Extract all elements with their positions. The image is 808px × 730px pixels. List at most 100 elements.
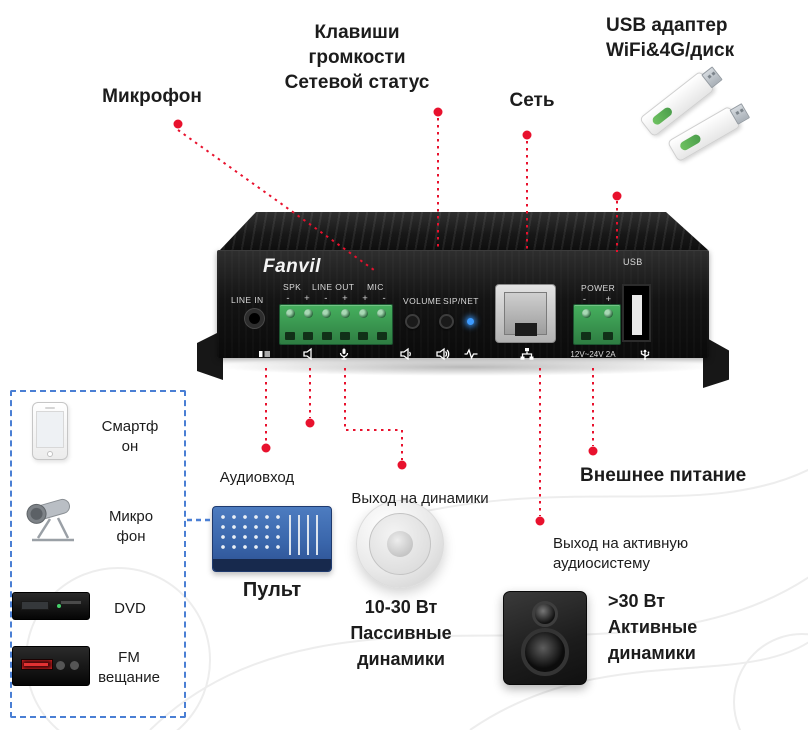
line-in-icon [258, 347, 272, 361]
microphone-icon [337, 347, 351, 361]
line-in-jack [245, 309, 264, 328]
polarity-mark: - [582, 294, 586, 305]
power-polarity-marks: - + [573, 294, 621, 305]
phone-home-button [47, 450, 53, 457]
smartphone-image [32, 402, 68, 460]
terminal-screw [322, 309, 332, 318]
microphone-image [18, 488, 84, 546]
terminal-slot [285, 332, 296, 340]
line-out-label: LINE OUT [312, 282, 355, 292]
terminal-screw [581, 309, 591, 318]
line-in-label: LINE IN [231, 295, 264, 305]
ethernet-port-slot [514, 323, 537, 336]
terminal-pin [319, 308, 335, 341]
terminal-screw [285, 309, 295, 318]
terminal-slot [303, 332, 314, 340]
ceiling-speaker-dome [387, 531, 413, 557]
volume-up-button [439, 314, 454, 329]
mic-label: MIC [367, 282, 384, 292]
callout-microphone: Микрофон [102, 86, 202, 107]
waveform-icon [464, 347, 478, 361]
output-label-passive-speakers: 10-30 Вт Пассивные динамики [350, 597, 452, 669]
device-shadow [215, 358, 715, 376]
active-speaker-image [503, 591, 587, 685]
terminal-pin [337, 308, 353, 341]
fm-knob [70, 661, 79, 670]
dvd-display [21, 601, 49, 610]
terminal-screw [340, 309, 350, 318]
terminal-pin [282, 308, 298, 341]
polarity-mark: + [304, 293, 310, 304]
terminal-slot [340, 332, 351, 340]
phone-earpiece [45, 406, 55, 409]
callout-speaker-output: Выход на динамики [351, 490, 489, 507]
terminal-pin [576, 308, 596, 341]
volume-down-button [405, 314, 420, 329]
source-label-dvd: DVD [114, 600, 146, 617]
source-label-smartphone: Смартф он [101, 418, 159, 455]
audio-sources-box [10, 390, 186, 718]
brand-logo: Fanvil [263, 256, 321, 277]
speaker-tweeter [532, 601, 558, 627]
device-top-face [220, 212, 708, 250]
spk-label: SPK [283, 282, 302, 292]
ceiling-speaker-image [356, 500, 444, 588]
dvd-led [57, 604, 61, 608]
terminal-polarity-marks: - + - + + - [279, 293, 393, 304]
terminal-screw [303, 309, 313, 318]
fm-display-bar [24, 663, 48, 666]
terminal-slot [321, 332, 332, 340]
terminal-screw [358, 309, 368, 318]
power-terminal-block [573, 304, 621, 345]
ethernet-port [495, 284, 556, 343]
terminal-pin [355, 308, 371, 341]
usb-port-tongue [631, 295, 642, 335]
speaker-high-icon [436, 347, 450, 361]
polarity-mark: + [605, 294, 612, 305]
speaker-icon [303, 347, 317, 361]
terminal-slot [358, 332, 369, 340]
output-label-mixer: Пульт [242, 579, 302, 601]
mixer-knobs [219, 513, 285, 555]
audio-terminal-block [279, 304, 393, 345]
mixer-sliders [289, 515, 325, 555]
network-icon [520, 347, 534, 361]
terminal-screw [603, 309, 613, 318]
polarity-mark: + [342, 293, 348, 304]
polarity-mark: - [286, 293, 290, 304]
terminal-pin [598, 308, 618, 341]
terminal-slot [376, 332, 387, 340]
source-label-microphone: Микро фон [108, 508, 154, 545]
phone-screen [36, 411, 64, 448]
sip-net-label: SIP/NET [443, 296, 479, 306]
sip-net-led [467, 318, 474, 325]
fanvil-gateway-device: Fanvil LINE IN SPK LINE OUT MIC - + - + … [195, 210, 730, 388]
callout-active-output: Выход на активную аудиосистему [553, 535, 689, 572]
terminal-slot [603, 332, 613, 340]
usb-port [622, 284, 651, 342]
terminal-slot [581, 332, 591, 340]
callout-volume-network-status: Клавиши громкости Сетевой статус [284, 22, 430, 93]
polarity-mark: - [324, 293, 328, 304]
usb-trident-icon [638, 347, 652, 361]
source-label-fm: FM вещание [98, 649, 160, 686]
power-label: POWER [581, 283, 616, 293]
volume-label: VOLUME [403, 296, 442, 306]
dvd-tray [61, 601, 81, 604]
fm-receiver-image [12, 646, 90, 686]
terminal-screw [377, 309, 387, 318]
power-rating-text: 12V~24V 2A [570, 350, 616, 359]
usb-label: USB [623, 257, 643, 267]
callout-external-power: Внешнее питание [580, 465, 747, 486]
polarity-mark: + [362, 293, 368, 304]
callout-network: Сеть [509, 90, 555, 111]
speaker-low-icon [400, 347, 414, 361]
dvd-player-image [12, 592, 90, 620]
terminal-pin [300, 308, 316, 341]
polarity-mark: - [382, 293, 386, 304]
callout-audio-input: Аудиовход [219, 469, 295, 486]
terminal-pin [374, 308, 390, 341]
